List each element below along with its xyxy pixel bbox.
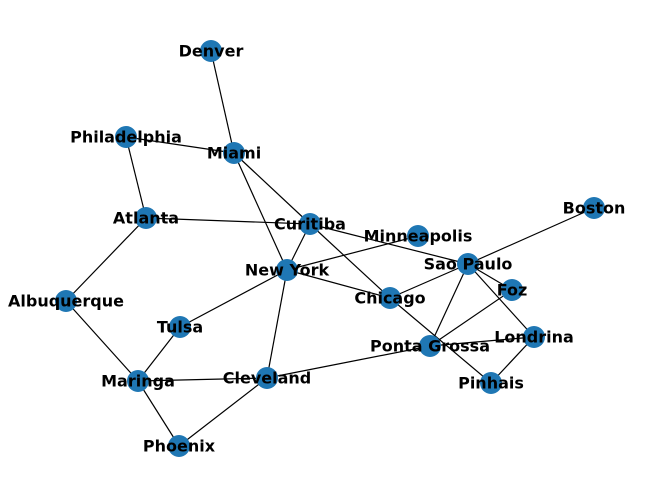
node-label-curitiba: Curitiba (274, 215, 346, 234)
node-ponta-grossa (419, 335, 441, 357)
edge-chicago-pinhais (389, 297, 492, 384)
node-label-sao-paulo: Sao Paulo (424, 255, 513, 274)
edge-miami-new-york (233, 152, 288, 271)
edge-curitiba-chicago (309, 223, 391, 299)
node-label-ponta-grossa: Ponta Grossa (370, 337, 490, 356)
node-label-cleveland: Cleveland (223, 369, 311, 388)
node-atlanta (135, 207, 157, 229)
edge-miami-curitiba (233, 152, 311, 225)
node-philadelphia (115, 126, 137, 148)
node-cleveland (256, 367, 278, 389)
node-chicago (379, 287, 401, 309)
node-label-pinhais: Pinhais (458, 374, 524, 393)
node-label-tulsa: Tulsa (157, 318, 203, 337)
edge-new-york-minneapolis (286, 235, 419, 271)
node-label-boston: Boston (563, 199, 626, 218)
node-label-minneapolis: Minneapolis (364, 227, 473, 246)
edge-cleveland-ponta-grossa (266, 345, 431, 379)
edge-new-york-cleveland (266, 269, 288, 379)
node-label-phoenix: Phoenix (143, 437, 216, 456)
node-label-miami: Miami (207, 144, 261, 163)
edge-atlanta-curitiba (145, 217, 311, 225)
edge-cleveland-phoenix (178, 377, 268, 447)
edge-tulsa-maringa (137, 326, 181, 382)
edge-new-york-chicago (286, 269, 391, 299)
node-tulsa (169, 316, 191, 338)
node-label-foz: Foz (497, 281, 528, 300)
node-label-atlanta: Atlanta (113, 209, 179, 228)
node-label-chicago: Chicago (354, 289, 425, 308)
edge-sao-paulo-londrina (467, 263, 535, 338)
node-minneapolis (407, 225, 429, 247)
node-label-maringa: Maringa (101, 372, 175, 391)
edge-denver-miami (210, 50, 235, 154)
node-maringa (127, 370, 149, 392)
node-boston (583, 197, 605, 219)
node-denver (200, 40, 222, 62)
node-sao-paulo (457, 253, 479, 275)
node-foz (501, 279, 523, 301)
node-londrina (523, 326, 545, 348)
edge-new-york-tulsa (179, 269, 288, 328)
edges-layer (65, 50, 595, 447)
node-label-new-york: New York (245, 261, 330, 280)
node-new-york (276, 259, 298, 281)
edge-maringa-phoenix (137, 380, 180, 447)
node-label-albuquerque: Albuquerque (8, 292, 124, 311)
edge-atlanta-albuquerque (65, 217, 147, 302)
edge-philadelphia-miami (125, 136, 235, 154)
edge-ponta-grossa-londrina (429, 336, 535, 347)
edge-chicago-sao-paulo (389, 263, 469, 299)
node-label-philadelphia: Philadelphia (70, 128, 182, 147)
node-curitiba (299, 213, 321, 235)
edge-philadelphia-atlanta (125, 136, 147, 219)
node-label-denver: Denver (179, 42, 244, 61)
node-pinhais (480, 372, 502, 394)
nodes-layer (55, 40, 605, 457)
edge-sao-paulo-ponta-grossa (429, 263, 469, 347)
edge-maringa-cleveland (137, 377, 268, 382)
edge-sao-paulo-boston (467, 207, 595, 265)
node-label-londrina: Londrina (494, 328, 574, 347)
edge-foz-ponta-grossa (429, 289, 513, 347)
node-miami (223, 142, 245, 164)
node-albuquerque (55, 290, 77, 312)
edge-albuquerque-maringa (65, 300, 139, 382)
node-phoenix (168, 435, 190, 457)
